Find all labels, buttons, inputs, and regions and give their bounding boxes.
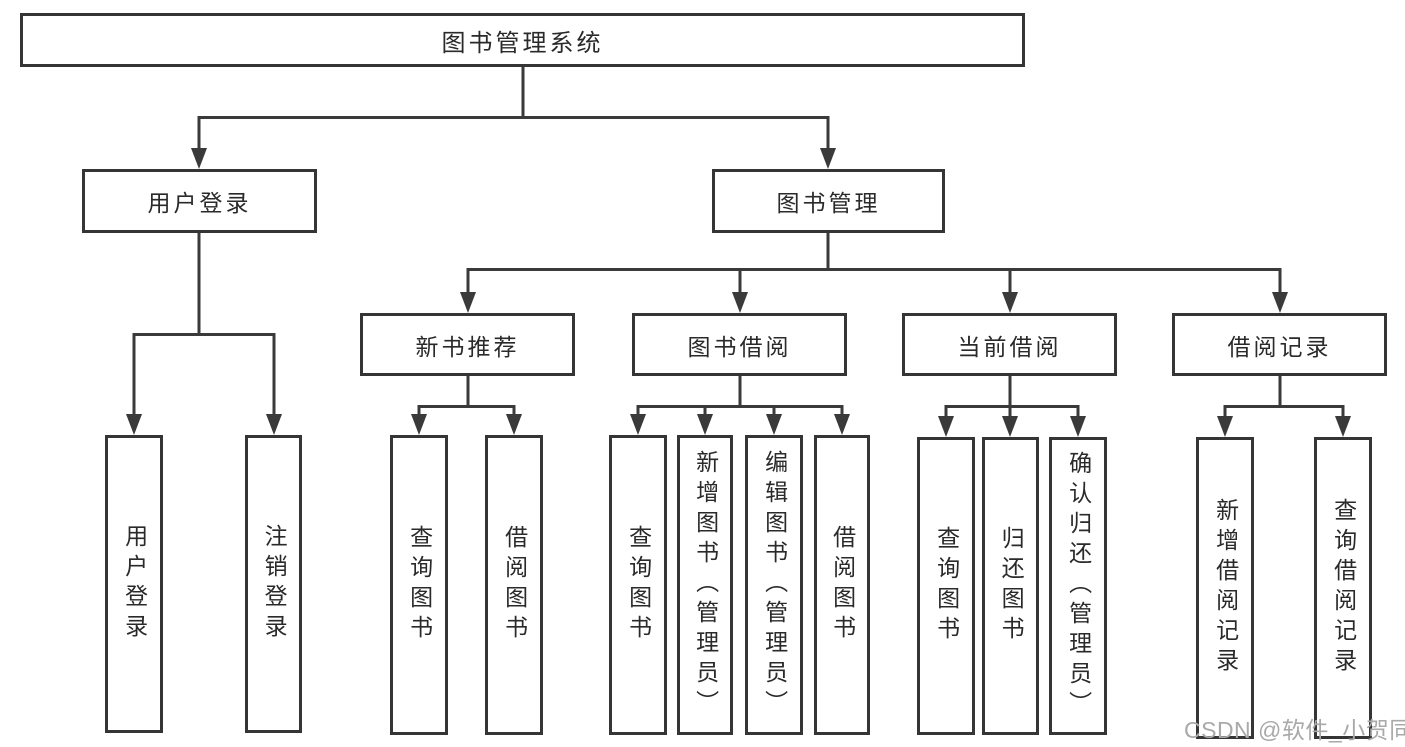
leaf-user-login-label: 用户登录 [121, 524, 148, 644]
node-current-borrow: 当前借阅 [902, 313, 1117, 376]
node-book-borrow: 图书借阅 [632, 313, 847, 376]
arrowheads [126, 148, 1351, 437]
leaf-current-return-books-label: 归还图书 [998, 526, 1025, 646]
arrow-down-icon [1002, 292, 1018, 313]
arrow-down-icon [938, 416, 954, 437]
node-book-management-label: 图书管理 [776, 190, 881, 216]
leaf-user-login: 用户登录 [105, 435, 163, 733]
leaf-borrow-query-books-label: 查询图书 [625, 525, 652, 645]
arrow-down-icon [1070, 416, 1086, 437]
leaf-borrow-query-books: 查询图书 [609, 435, 667, 735]
leaf-borrow-edit-books-admin-label: 编辑图书（管理员） [761, 450, 788, 720]
arrow-down-icon [766, 414, 782, 435]
node-new-book-recommend-label: 新书推荐 [415, 333, 520, 360]
leaf-recommend-borrow-books: 借阅图书 [485, 435, 543, 735]
leaf-recommend-query-books-label: 查询图书 [406, 525, 433, 645]
leaf-current-confirm-return-admin: 确认归还（管理员） [1049, 437, 1107, 735]
arrow-down-icon [732, 292, 748, 313]
arrow-down-icon [266, 414, 282, 435]
leaf-logout-login: 注销登录 [245, 435, 302, 733]
arrow-down-icon [411, 414, 427, 435]
leaf-recommend-borrow-books-label: 借阅图书 [501, 525, 528, 645]
node-borrow-records: 借阅记录 [1172, 313, 1387, 376]
leaf-borrow-borrow-books: 借阅图书 [814, 435, 870, 735]
arrow-down-icon [1002, 416, 1018, 437]
arrow-down-icon [630, 414, 646, 435]
leaf-records-query-borrow-record: 查询借阅记录 [1314, 437, 1372, 739]
arrow-down-icon [191, 148, 207, 169]
leaf-current-query-books: 查询图书 [917, 437, 975, 735]
arrow-down-icon [506, 414, 522, 435]
arrow-down-icon [460, 292, 476, 313]
leaf-borrow-add-books-admin-label: 新增图书（管理员） [692, 450, 719, 720]
leaf-current-query-books-label: 查询图书 [933, 526, 960, 646]
node-current-borrow-label: 当前借阅 [957, 333, 1062, 360]
arrow-down-icon [820, 148, 836, 169]
leaf-logout-login-label: 注销登录 [261, 524, 288, 644]
arrow-down-icon [697, 414, 713, 435]
node-book-management: 图书管理 [712, 169, 945, 233]
arrow-down-icon [126, 414, 142, 435]
arrow-down-icon [1272, 292, 1288, 313]
node-root-label: 图书管理系统 [441, 29, 604, 57]
node-user-login-label: 用户登录 [147, 190, 252, 216]
leaf-recommend-query-books: 查询图书 [390, 435, 448, 735]
arrow-down-icon [1335, 416, 1351, 437]
leaf-records-add-borrow-record-label: 新增借阅记录 [1212, 498, 1239, 678]
leaf-current-confirm-return-admin-label: 确认归还（管理员） [1065, 451, 1092, 721]
node-book-borrow-label: 图书借阅 [687, 333, 792, 360]
arrow-down-icon [1217, 416, 1233, 437]
leaf-records-query-borrow-record-label: 查询借阅记录 [1330, 498, 1357, 678]
watermark-text: CSDN @软件_小贺同学 [1184, 717, 1405, 743]
node-root: 图书管理系统 [20, 13, 1025, 67]
connector-lines [132, 67, 1345, 420]
leaf-current-return-books: 归还图书 [982, 437, 1039, 735]
leaf-borrow-edit-books-admin: 编辑图书（管理员） [745, 435, 803, 735]
node-user-login: 用户登录 [82, 169, 317, 233]
leaf-records-add-borrow-record: 新增借阅记录 [1196, 437, 1254, 739]
node-new-book-recommend: 新书推荐 [360, 313, 575, 376]
node-borrow-records-label: 借阅记录 [1227, 333, 1332, 360]
leaf-borrow-borrow-books-label: 借阅图书 [829, 525, 856, 645]
arrow-down-icon [834, 414, 850, 435]
leaf-borrow-add-books-admin: 新增图书（管理员） [677, 435, 733, 735]
